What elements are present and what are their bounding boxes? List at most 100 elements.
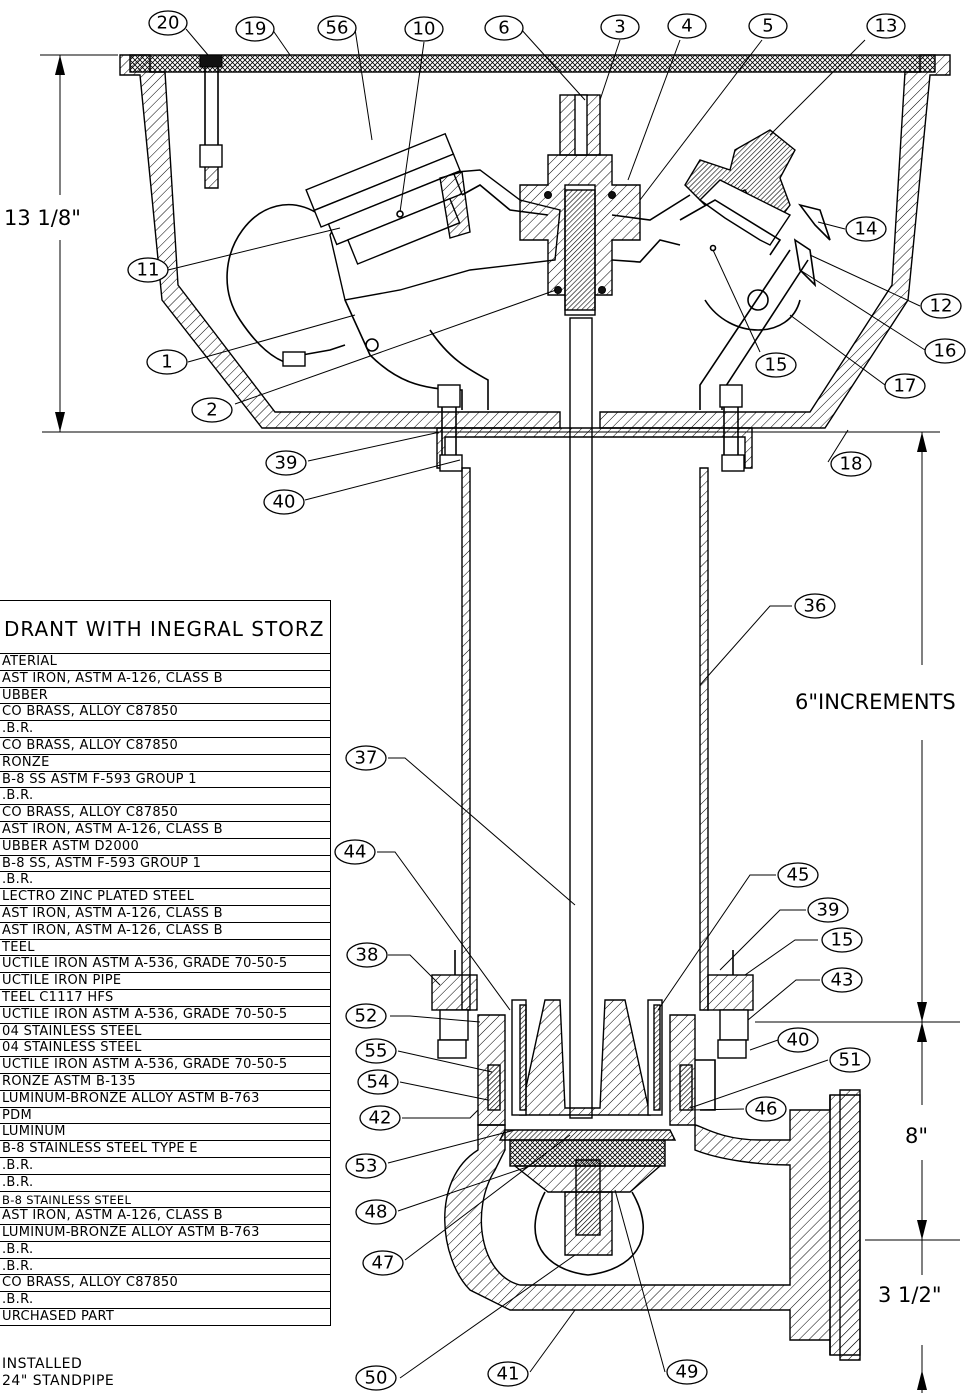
bom-row: B-8 SS, ASTM F-593 GROUP 1	[0, 856, 330, 873]
bom-row: 04 STAINLESS STEEL	[0, 1040, 330, 1058]
bom-row: UBBER	[0, 688, 330, 705]
callout-52: 52	[345, 1003, 387, 1029]
bom-row: AST IRON, ASTM A-126, CLASS B	[0, 923, 330, 940]
bom-notes: INSTALLED 24" STANDPIPE	[0, 1356, 330, 1390]
bom-row: B-8 STAINLESS STEEL	[0, 1192, 330, 1209]
arm-left-inner	[429, 329, 489, 410]
svg-text:6: 6	[498, 18, 509, 39]
stem-rod	[569, 317, 593, 1119]
svg-text:46: 46	[755, 1099, 778, 1120]
callout-39a: 39	[265, 450, 307, 476]
callout-19: 19	[235, 16, 275, 42]
bom-row: UBBER ASTM D2000	[0, 839, 330, 856]
svg-text:4: 4	[681, 16, 692, 37]
bom-row: .B.R.	[0, 1242, 330, 1259]
pipe-wall-left	[461, 467, 471, 1011]
callout-43: 43	[821, 967, 863, 993]
box-wall-left	[119, 54, 561, 429]
callout-15a: 15	[755, 352, 797, 378]
bom-row: UCTILE IRON PIPE	[0, 973, 330, 990]
callout-40a: 40	[263, 489, 305, 515]
svg-text:56: 56	[326, 18, 349, 39]
bom-row: .B.R.	[0, 788, 330, 806]
callout-11: 11	[127, 257, 169, 283]
callout-38: 38	[346, 942, 388, 968]
outlet-nozzle	[226, 132, 561, 367]
pipe-wall-right	[699, 467, 709, 1011]
callout-40b: 40	[777, 1027, 819, 1053]
bom-row: CO BRASS, ALLOY C87850	[0, 805, 330, 822]
svg-text:12: 12	[930, 296, 953, 317]
valve-box	[119, 54, 951, 429]
bom-row: .B.R.	[0, 872, 330, 890]
bom-note: INSTALLED	[2, 1356, 83, 1372]
callout-15b: 15	[821, 927, 863, 953]
svg-text:14: 14	[855, 219, 878, 240]
bom-note: 24" STANDPIPE	[2, 1373, 115, 1389]
bom-row: RONZE	[0, 755, 330, 772]
callout-51: 51	[829, 1047, 871, 1073]
svg-text:10: 10	[413, 19, 436, 40]
svg-text:5: 5	[762, 16, 773, 37]
svg-text:51: 51	[839, 1050, 862, 1071]
callout-18: 18	[830, 451, 872, 477]
callout-5: 5	[748, 13, 788, 39]
callout-2: 2	[191, 397, 233, 423]
callout-17: 17	[884, 373, 926, 399]
svg-text:41: 41	[497, 1364, 520, 1385]
dim-top-height: 13 1/8"	[4, 206, 81, 230]
bom-title: DRANT WITH INEGRAL STORZ	[0, 601, 330, 654]
bom-row: 04 STAINLESS STEEL	[0, 1024, 330, 1041]
bom-row: AST IRON, ASTM A-126, CLASS B	[0, 822, 330, 839]
bom-row: AST IRON, ASTM A-126, CLASS B	[0, 1208, 330, 1226]
dimensions: 13 1/8" 6"INCREMENTS 8" 3 1/2"	[4, 54, 960, 1393]
svg-text:44: 44	[344, 842, 367, 863]
operating-stem	[461, 94, 691, 1119]
svg-text:48: 48	[365, 1202, 388, 1223]
callout-55: 55	[355, 1038, 397, 1064]
svg-text:53: 53	[355, 1156, 378, 1177]
box-wall-right	[599, 54, 951, 429]
bom-row: UCTILE IRON ASTM A-536, GRADE 70-50-5	[0, 956, 330, 974]
bom-row: .B.R.	[0, 1259, 330, 1276]
svg-text:19: 19	[244, 19, 267, 40]
callout-14: 14	[845, 216, 887, 242]
svg-text:42: 42	[369, 1108, 392, 1129]
shoe-body	[444, 1094, 861, 1356]
chain-loop	[226, 203, 321, 366]
callout-54: 54	[357, 1069, 399, 1095]
callout-45: 45	[777, 862, 819, 888]
callout-41: 41	[487, 1361, 529, 1387]
bom-row: LUMINUM-BRONZE ALLOY ASTM B-763	[0, 1225, 330, 1242]
svg-text:37: 37	[355, 748, 378, 769]
leader-lines	[167, 27, 926, 1379]
svg-text:38: 38	[356, 945, 379, 966]
svg-text:39: 39	[275, 453, 298, 474]
svg-text:40: 40	[787, 1030, 810, 1051]
callout-1: 1	[146, 349, 188, 375]
svg-text:45: 45	[787, 865, 810, 886]
dim-standpipe: 6"INCREMENTS	[795, 690, 956, 714]
callout-42: 42	[359, 1105, 401, 1131]
callout-39b: 39	[807, 897, 849, 923]
stem-threads	[564, 189, 596, 311]
svg-text:18: 18	[840, 454, 863, 475]
callout-36: 36	[794, 593, 836, 619]
svg-text:1: 1	[161, 352, 172, 373]
bom-row: B-8 SS ASTM F-593 GROUP 1	[0, 772, 330, 789]
storz-cap	[679, 129, 831, 331]
svg-text:15: 15	[765, 355, 788, 376]
svg-text:55: 55	[365, 1041, 388, 1062]
callout-37: 37	[345, 745, 387, 771]
bom-row: .B.R.	[0, 1175, 330, 1192]
svg-text:50: 50	[365, 1368, 388, 1389]
svg-text:17: 17	[894, 376, 917, 397]
callout-16: 16	[924, 338, 966, 364]
bom-row: TEEL	[0, 940, 330, 957]
dim-base-height: 8"	[905, 1124, 928, 1148]
valve-disk	[498, 1129, 677, 1141]
svg-text:49: 49	[676, 1362, 699, 1383]
callout-20: 20	[148, 10, 188, 36]
